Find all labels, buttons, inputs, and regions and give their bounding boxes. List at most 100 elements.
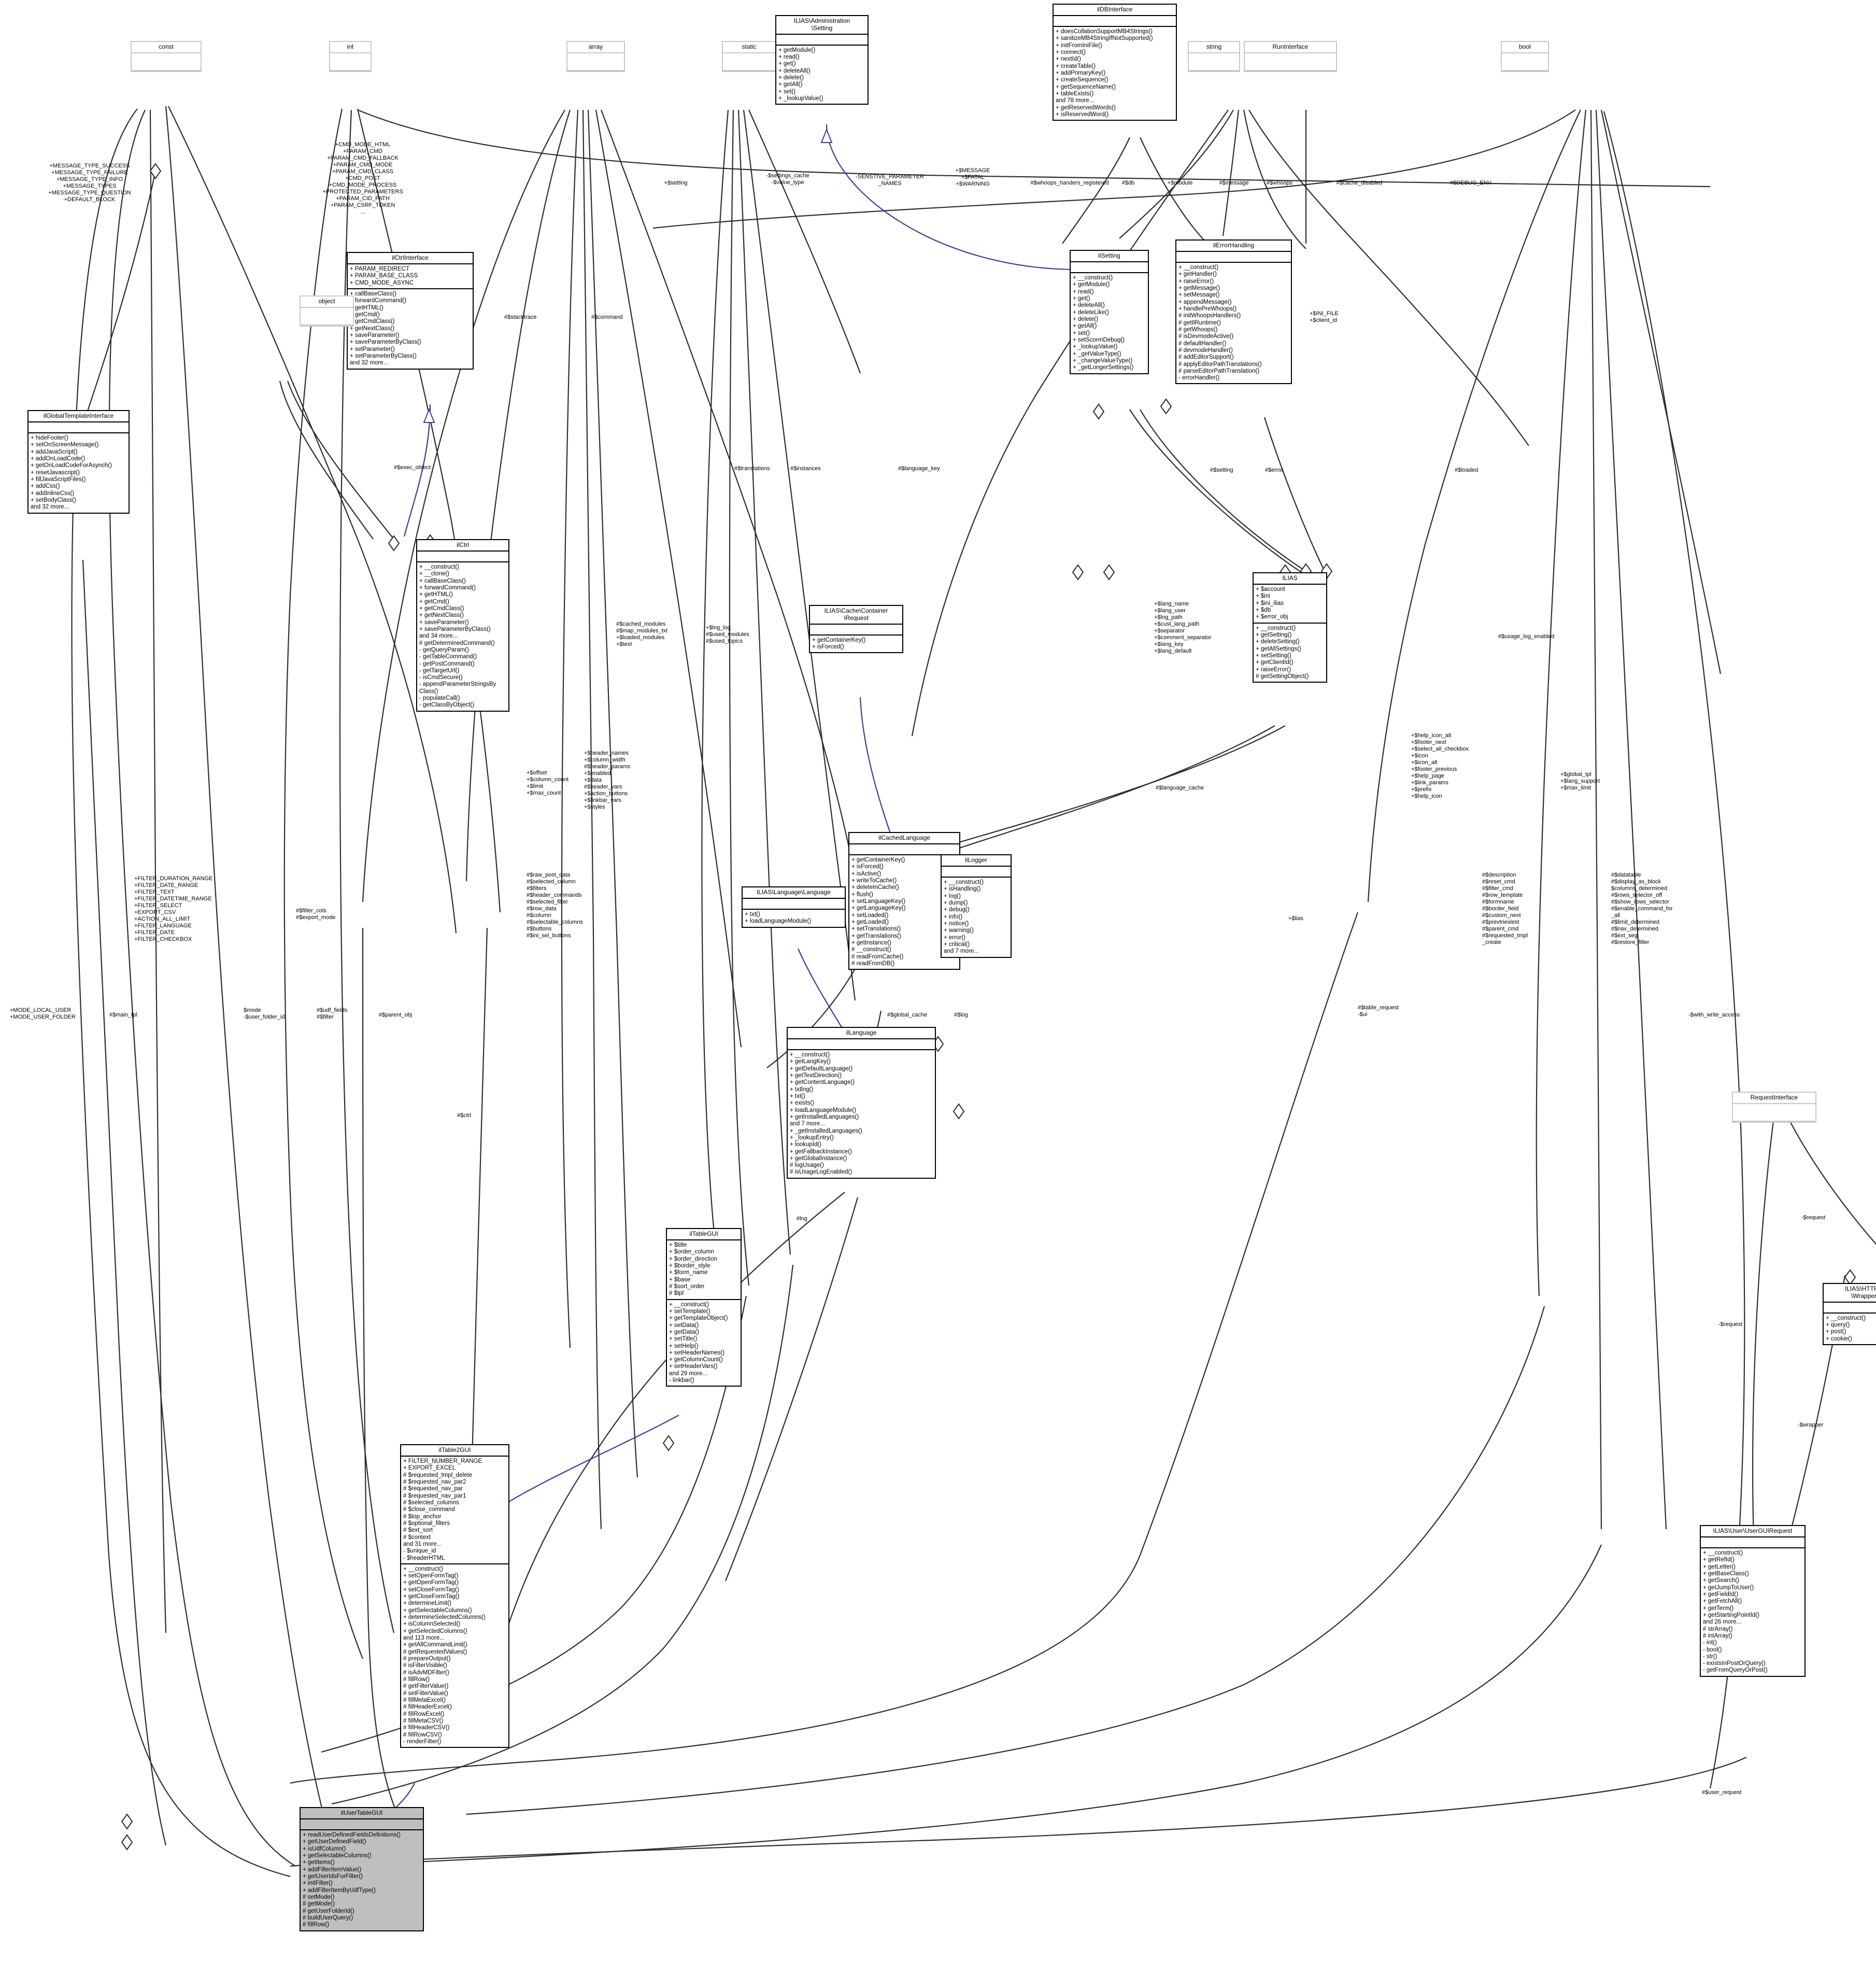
class-node-requestinterface[interactable]: RequestInterface bbox=[1732, 1092, 1816, 1123]
class-operation: # logUsage() bbox=[790, 1162, 824, 1169]
class-node-ilglobaltemplateinterface[interactable]: ilGlobalTemplateInterface+ hideFooter()+… bbox=[27, 410, 130, 514]
class-operation: # fillMetaCSV() bbox=[403, 1718, 444, 1725]
class-node-array[interactable]: array bbox=[566, 41, 625, 72]
class-attribute: # $optional_filters bbox=[403, 1520, 450, 1527]
class-node-int[interactable]: int bbox=[329, 41, 372, 72]
class-operation: + _getInstalledLanguages() bbox=[790, 1127, 862, 1134]
class-node-static[interactable]: static bbox=[722, 41, 776, 72]
class-node-ilias-administration-setting[interactable]: ILIAS\Administration \Setting+ getModule… bbox=[775, 15, 869, 105]
class-operation: # fillRowCSV() bbox=[403, 1731, 442, 1738]
class-node-runinterface[interactable]: RunInterface bbox=[1244, 41, 1337, 72]
edge-label: #$datatable #$display_as_block $columns_… bbox=[1611, 872, 1673, 945]
class-operation: + createSequence() bbox=[1056, 77, 1108, 83]
class-title: ilUserTableGUI bbox=[301, 1808, 423, 1819]
class-title: ilDBInterface bbox=[1054, 5, 1176, 16]
class-attributes bbox=[301, 308, 353, 326]
class-operation: + getSetting() bbox=[1256, 631, 1292, 638]
edge-label: #$cache_disabled bbox=[1336, 180, 1383, 186]
class-operation: + getAllSettings() bbox=[1256, 645, 1301, 652]
class-operation: # getWhoops() bbox=[1178, 326, 1218, 333]
class-attribute: and 31 more... bbox=[403, 1541, 442, 1547]
class-title: ilSetting bbox=[1071, 251, 1148, 262]
class-operation: and 78 more... bbox=[1056, 97, 1095, 104]
class-node-ilctrl[interactable]: ilCtrl+ __construct()+ __clone()+ callBa… bbox=[416, 539, 509, 712]
class-attribute: # $requested_nav_par1 bbox=[403, 1492, 466, 1499]
class-operation: + txt() bbox=[745, 911, 760, 918]
class-operation: + sanitizeMB4StringIfNotSupported() bbox=[1056, 35, 1153, 42]
class-title: int bbox=[330, 42, 371, 53]
class-operation: + _lookupValue() bbox=[1073, 344, 1118, 350]
class-operation: + initFromIniFile() bbox=[1056, 42, 1102, 49]
class-node-ilusertablegui[interactable]: ilUserTableGUI+ readUserDefinedFieldsDef… bbox=[300, 1807, 424, 1931]
class-title: ilTable2GUI bbox=[401, 1445, 508, 1457]
class-operation: + getHTML() bbox=[350, 304, 383, 311]
class-node-ilsetting[interactable]: ilSetting+ __construct()+ getModule()+ r… bbox=[1070, 250, 1149, 374]
class-operations: + __construct()+ getRefId()+ getLetter()… bbox=[1701, 1548, 1804, 1676]
class-node-ilias-user-usarguirequest[interactable]: ILIAS\User\UserGUIRequest+ __construct()… bbox=[1700, 1525, 1806, 1677]
class-node-ilctrlinterface[interactable]: ilCtrlInterface+ PARAM_REDIRECT+ PARAM_B… bbox=[347, 252, 474, 370]
class-node-illogger[interactable]: ilLogger+ __construct()+ isHandling()+ l… bbox=[941, 854, 1012, 958]
class-operation: + setTemplate() bbox=[669, 1308, 710, 1315]
class-operation: + __construct() bbox=[419, 563, 460, 570]
class-operation: - getPostCommand() bbox=[419, 660, 475, 667]
class-operation: and 113 more... bbox=[403, 1635, 445, 1642]
class-operation: + getBaseClass() bbox=[1703, 1570, 1749, 1577]
edge-label: #$user_request bbox=[1702, 1789, 1742, 1796]
class-operation: + get() bbox=[778, 61, 796, 67]
class-operation: + addCss() bbox=[31, 483, 60, 490]
class-operation: # addEditorSupport() bbox=[1178, 354, 1234, 361]
edge-label: #$log bbox=[954, 1012, 968, 1018]
class-node-const[interactable]: const bbox=[131, 41, 202, 72]
class-operation: + getUserIdsForFilter() bbox=[303, 1873, 363, 1880]
class-operation: + getFetchAll() bbox=[1703, 1598, 1742, 1605]
class-operation: + getDefaultLanguage() bbox=[790, 1065, 853, 1072]
class-node-iltablegui[interactable]: ilTableGUI+ $title+ $order_column+ $orde… bbox=[666, 1228, 742, 1387]
class-operation: + setCloseFormTag() bbox=[403, 1586, 459, 1593]
class-node-ilerrorhandling[interactable]: ilErrorHandling+ __construct()+ getHandl… bbox=[1175, 239, 1292, 385]
class-node-bool[interactable]: bool bbox=[1501, 41, 1549, 72]
class-operation: + getAll() bbox=[1073, 323, 1097, 330]
class-operation: # isAdvMDFilter() bbox=[403, 1669, 449, 1676]
class-node-ilias[interactable]: ILIAS+ $account+ $ini+ $ini_ilias+ $db+ … bbox=[1253, 572, 1327, 683]
edge-label: +MODE_LOCAL_USER +MODE_USER_FOLDER bbox=[10, 1007, 76, 1020]
class-node-ilias-language-language[interactable]: ILIAS\Language\Language+ txt()+ loadLang… bbox=[742, 886, 846, 928]
edge-label: -$request bbox=[1718, 1321, 1743, 1328]
class-operation: + error() bbox=[944, 934, 965, 941]
class-operation: - isCmdSecure() bbox=[419, 674, 463, 681]
class-attribute: + $account bbox=[1256, 586, 1285, 592]
class-title: const bbox=[132, 42, 201, 53]
class-operation: # getIlRuntime() bbox=[1178, 319, 1221, 326]
class-operation: + cookie() bbox=[1826, 1335, 1852, 1342]
class-title: ilLanguage bbox=[788, 1028, 935, 1039]
class-operation: # getSettingObject() bbox=[1256, 673, 1309, 680]
class-operation: + txtlng() bbox=[790, 1086, 814, 1093]
class-node-ilias-cache-container-request[interactable]: ILIAS\Cache\Container \Request+ getConta… bbox=[809, 605, 903, 654]
class-attribute: + $error_obj bbox=[1256, 614, 1288, 620]
class-node-string[interactable]: string bbox=[1188, 41, 1240, 72]
class-node-ilias-http-wrapper-wrapperfactory[interactable]: ILIAS\HTTP\Wrapper \WrapperFactory+ __co… bbox=[1823, 1283, 1876, 1346]
edge-label: #$error bbox=[1265, 467, 1284, 473]
class-node-iltable2gui[interactable]: ilTable2GUI+ FILTER_NUMBER_RANGE+ EXPORT… bbox=[400, 1444, 509, 1748]
class-attribute: + $base bbox=[669, 1276, 691, 1283]
class-node-ildbinterface[interactable]: ilDBInterface+ doesCollationSupportMB4St… bbox=[1053, 4, 1177, 121]
class-title: static bbox=[723, 42, 775, 53]
edge-label: #$language_cache bbox=[1156, 785, 1204, 791]
class-attributes bbox=[1054, 16, 1176, 27]
edge-label: +MESSAGE_TYPE_SUCCESS +MESSAGE_TYPE_FAIL… bbox=[48, 163, 131, 203]
class-operations: + __construct()+ isHandling()+ log()+ du… bbox=[942, 878, 1011, 957]
class-operation: + __construct() bbox=[944, 879, 984, 885]
class-operation: + addFilterItemByUdfType() bbox=[303, 1887, 376, 1894]
class-operation: + determineSelectedColumns() bbox=[403, 1614, 486, 1621]
class-operation: + __construct() bbox=[1703, 1549, 1743, 1556]
class-node-object[interactable]: object bbox=[300, 295, 354, 327]
class-operation: + addJavaScript() bbox=[31, 448, 78, 455]
class-operation: + raiseError() bbox=[1178, 278, 1214, 285]
class-operations: + txt()+ loadLanguageModule() bbox=[743, 910, 845, 927]
class-node-illanguage[interactable]: ilLanguage+ __construct()+ getLangKey()+… bbox=[787, 1027, 936, 1179]
edge-label: #$translations bbox=[734, 465, 770, 472]
class-operation: + getStartingPointId() bbox=[1703, 1612, 1759, 1618]
class-operation: + getMessage() bbox=[1178, 285, 1220, 291]
class-operation: + read() bbox=[778, 54, 800, 61]
class-attributes bbox=[301, 1819, 423, 1830]
